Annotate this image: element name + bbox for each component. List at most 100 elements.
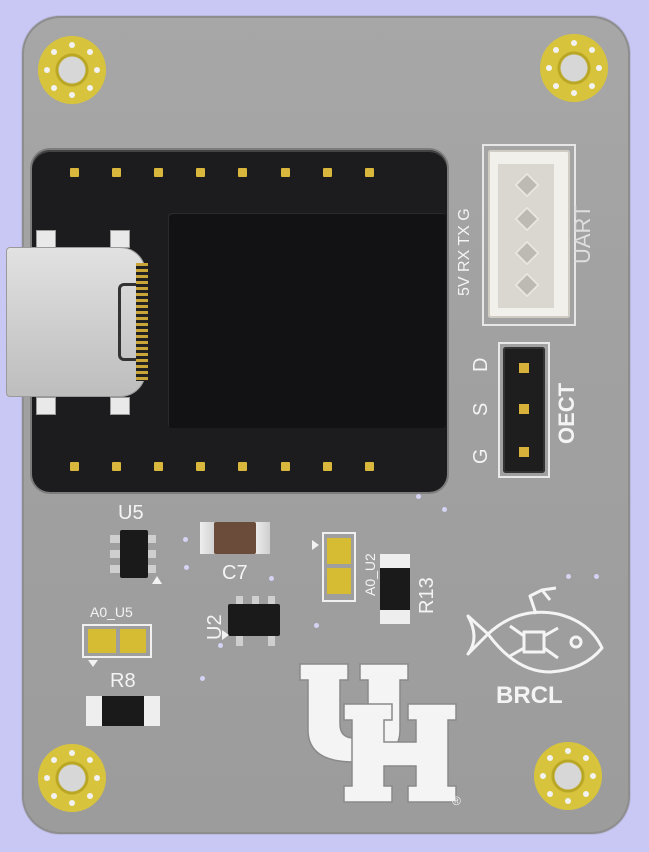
hole-via bbox=[582, 755, 589, 762]
u5-lead bbox=[110, 565, 120, 573]
header-pin bbox=[519, 363, 529, 373]
mcu-shield bbox=[168, 213, 446, 428]
module-pin bbox=[112, 168, 121, 177]
u5-chip bbox=[120, 530, 148, 578]
hole-via bbox=[44, 67, 50, 73]
oect-pin-d: D bbox=[470, 357, 492, 372]
r8-label: R8 bbox=[110, 670, 136, 692]
via bbox=[442, 507, 447, 512]
oect-pin-s: S bbox=[470, 402, 492, 416]
c7-capacitor bbox=[214, 522, 256, 554]
uart-label: UART bbox=[570, 204, 595, 265]
module-pin bbox=[365, 168, 374, 177]
uart-outline bbox=[482, 144, 576, 326]
u5-lead bbox=[146, 550, 156, 558]
u2-pin1-marker bbox=[222, 630, 229, 640]
hole-via bbox=[565, 748, 571, 754]
hole-via bbox=[590, 773, 596, 779]
hole-via bbox=[94, 775, 100, 781]
u2-lead bbox=[236, 636, 243, 646]
u2-label: U2 bbox=[204, 614, 226, 640]
brcl-label: BRCL bbox=[496, 682, 563, 709]
via bbox=[314, 623, 319, 628]
module-pin bbox=[238, 462, 247, 471]
module-pin bbox=[281, 462, 290, 471]
a0-u2-pad bbox=[327, 538, 351, 564]
registered-mark: ® bbox=[452, 794, 461, 808]
mounting-hole-top-right bbox=[540, 34, 608, 102]
a0-u2-jumper bbox=[322, 532, 356, 602]
u2-lead bbox=[252, 596, 259, 606]
a0-u2-marker bbox=[312, 540, 319, 550]
uh-logo bbox=[299, 663, 457, 803]
uart-connector bbox=[488, 150, 570, 318]
hole-via bbox=[565, 798, 571, 804]
hole-via bbox=[86, 792, 93, 799]
r8-terminal bbox=[142, 696, 160, 726]
a0-u5-pad bbox=[88, 629, 116, 653]
u5-lead bbox=[146, 565, 156, 573]
hole-via bbox=[571, 90, 577, 96]
u2-chip bbox=[228, 604, 280, 636]
hole-via bbox=[546, 65, 552, 71]
u5-lead bbox=[110, 535, 120, 543]
hole-via bbox=[94, 67, 100, 73]
r13-resistor bbox=[380, 568, 410, 610]
module-pin bbox=[323, 168, 332, 177]
via bbox=[200, 676, 205, 681]
module-pin bbox=[112, 462, 121, 471]
header-pin bbox=[519, 447, 529, 457]
hole-via bbox=[571, 40, 577, 46]
oect-pin-g: G bbox=[470, 448, 492, 464]
hole-via bbox=[547, 755, 554, 762]
hole-via bbox=[86, 49, 93, 56]
u5-label: U5 bbox=[118, 502, 144, 524]
a0-u5-jumper bbox=[82, 624, 152, 658]
hole-via bbox=[553, 47, 560, 54]
u2-lead bbox=[268, 636, 275, 646]
hole-via bbox=[553, 82, 560, 89]
fish-robot-icon bbox=[466, 586, 604, 674]
via bbox=[594, 574, 599, 579]
hole-via bbox=[588, 47, 595, 54]
r8-resistor bbox=[102, 696, 144, 726]
via bbox=[183, 537, 188, 542]
usbc-tab bbox=[110, 397, 130, 415]
via bbox=[184, 565, 189, 570]
hole-via bbox=[86, 84, 93, 91]
hole-via bbox=[51, 49, 58, 56]
hole-via bbox=[51, 757, 58, 764]
r8-terminal bbox=[86, 696, 104, 726]
r13-label: R13 bbox=[416, 577, 438, 614]
module-pin bbox=[70, 168, 79, 177]
hole-via bbox=[588, 82, 595, 89]
oect-outline bbox=[498, 342, 550, 478]
module-pin bbox=[196, 168, 205, 177]
r13-terminal bbox=[380, 554, 410, 570]
uart-pin-labels: 5V RX TX G bbox=[456, 208, 473, 296]
module-pin bbox=[154, 168, 163, 177]
hole-via bbox=[51, 792, 58, 799]
oect-label: OECT bbox=[554, 382, 579, 444]
hole-via bbox=[51, 84, 58, 91]
c7-label: C7 bbox=[222, 562, 248, 584]
a0-u2-pad bbox=[327, 568, 351, 594]
hole-via bbox=[582, 790, 589, 797]
r13-terminal bbox=[380, 608, 410, 624]
via bbox=[269, 576, 274, 581]
usbc-tab bbox=[36, 397, 56, 415]
hole-via bbox=[86, 757, 93, 764]
hole-via bbox=[69, 92, 75, 98]
mounting-hole-bottom-right bbox=[534, 742, 602, 810]
a0-u5-label: A0_U5 bbox=[90, 604, 133, 620]
mounting-hole-top-left bbox=[38, 36, 106, 104]
module-pin bbox=[70, 462, 79, 471]
hole-via bbox=[596, 65, 602, 71]
hole-via bbox=[69, 42, 75, 48]
a0-u2-label: A0_U2 bbox=[362, 553, 378, 596]
module-pin bbox=[323, 462, 332, 471]
via bbox=[566, 574, 571, 579]
usbc-pins bbox=[136, 263, 148, 381]
u5-lead bbox=[146, 535, 156, 543]
